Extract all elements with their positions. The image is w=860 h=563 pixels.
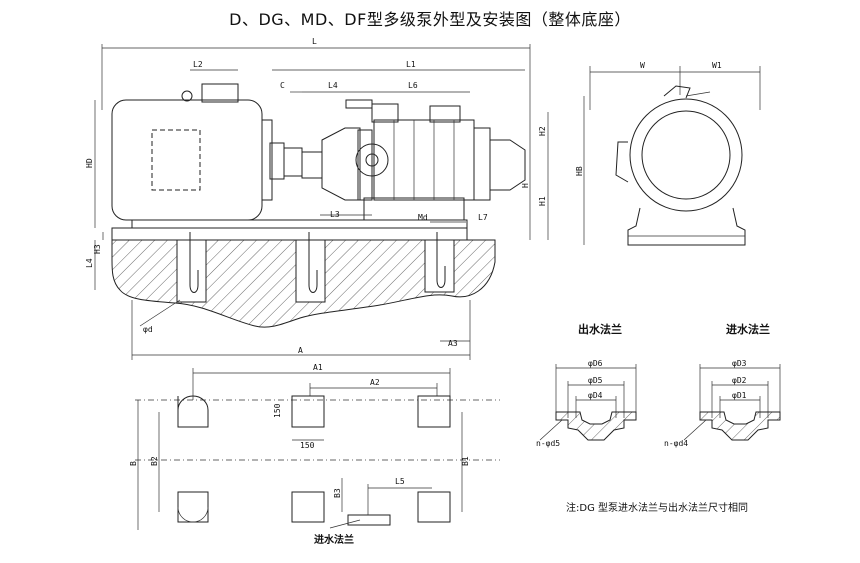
dim-B1: B1 [461,456,470,466]
dim-L4-vertical: L4 [85,258,94,268]
pump-body [301,99,526,221]
dim-H2: H2 [538,126,547,136]
dim-phi-D4: φD4 [588,391,603,400]
dim-L5: L5 [395,477,405,486]
side-view: W W1 HB [575,61,761,246]
dim-phi-D3: φD3 [732,359,747,368]
dim-n-phi-d5: n-φd5 [536,439,560,448]
dim-W: W [640,61,645,70]
front-view: L L1 L2 C L4 L6 L3 Md L7 HD H3 L4 H2 H H… [85,37,549,360]
dim-L: L [312,37,317,46]
dim-B3: B3 [333,488,342,498]
inlet-flange-detail: 进水法兰 φD3 φD2 φD1 n-φd4 [664,322,781,448]
plan-view: A1 A2 150 150 B B2 B1 L5 B3 进水法兰 [129,363,500,546]
dim-phi-D1: φD1 [732,391,747,400]
outlet-flange-detail: 出水法兰 φD6 φD5 φD4 n-φd5 [536,322,637,448]
dim-H: H [521,183,530,188]
dim-A3: A3 [448,339,458,348]
dim-150-vertical: 150 [273,403,282,418]
plan-bolt-pads [177,395,451,526]
dim-W1: W1 [712,61,722,70]
dim-phi-D2: φD2 [732,376,747,385]
page-title: D、DG、MD、DF型多级泵外型及安装图（整体底座） [229,10,631,29]
dim-B: B [129,461,138,466]
dim-A2: A2 [370,378,380,387]
motor [111,83,303,221]
dim-L6: L6 [408,81,418,90]
footnote: 注:DG 型泵进水法兰与出水法兰尺寸相同 [566,501,748,514]
dim-phi-d: φd [143,325,153,334]
base-plate [111,227,468,241]
dim-C: C [280,81,285,90]
dim-HD: HD [85,158,94,168]
dim-B2: B2 [150,456,159,466]
dim-H3: H3 [93,244,102,254]
label-inlet-flange-small: 进水法兰 [314,533,354,546]
front-dimensions [94,44,549,360]
dim-phi-D6: φD6 [588,359,603,368]
dim-L4: L4 [328,81,338,90]
dim-A: A [298,346,303,355]
dim-L3: L3 [330,210,340,219]
dim-HB: HB [575,166,584,176]
dim-L1: L1 [406,60,416,69]
dim-H1: H1 [538,196,547,206]
dim-phi-D5: φD5 [588,376,603,385]
label-outlet-flange: 出水法兰 [578,322,622,336]
anchor-pockets [176,232,455,303]
dim-L7: L7 [478,213,488,222]
dim-n-phi-d4: n-φd4 [664,439,688,448]
dim-150-horizontal: 150 [300,441,315,450]
dim-A1: A1 [313,363,323,372]
dim-L2: L2 [193,60,203,69]
label-inlet-flange: 进水法兰 [726,322,770,336]
dim-Md: Md [418,213,428,222]
